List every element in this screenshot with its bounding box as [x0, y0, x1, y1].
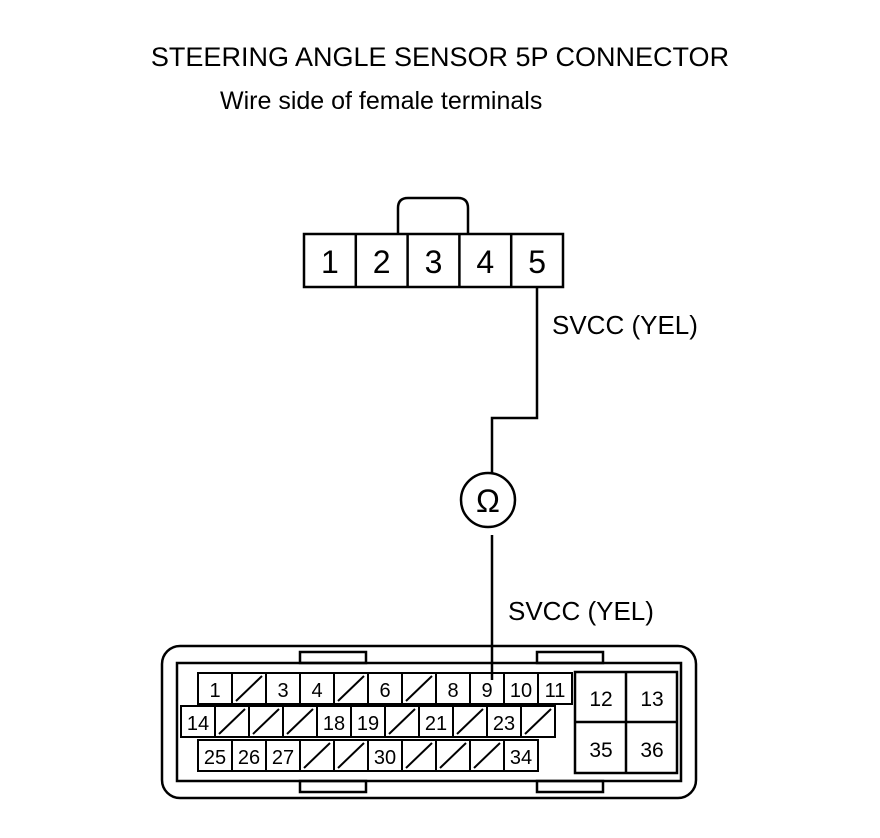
- ecu-connector: [160, 644, 698, 800]
- ohm-icon: Ω: [476, 483, 500, 519]
- sensor-terminal-2: 2: [373, 244, 391, 280]
- ecu-terminal-25: 25: [204, 747, 226, 769]
- empty-cavity: [388, 708, 416, 735]
- empty-cavity: [286, 708, 314, 735]
- empty-cavity: [473, 742, 501, 769]
- ecu-terminal-14: 14: [187, 713, 209, 735]
- empty-cavity: [439, 742, 467, 769]
- ecu-terminal-19: 19: [357, 713, 379, 735]
- ecu-terminal-27: 27: [272, 747, 294, 769]
- empty-cavity: [405, 742, 433, 769]
- ecu-lock-top-right: [535, 650, 605, 665]
- empty-cavity: [235, 675, 263, 702]
- wire-label-bottom: SVCC (YEL): [508, 596, 654, 626]
- sensor-connector-body: [302, 232, 565, 289]
- empty-cavity: [252, 708, 280, 735]
- empty-cavity: [456, 708, 484, 735]
- ecu-terminal-12: 12: [589, 688, 612, 711]
- ecu-terminal-3: 3: [277, 680, 288, 702]
- ecu-terminal-34: 34: [510, 747, 532, 769]
- ecu-terminal-23: 23: [493, 713, 515, 735]
- ecu-terminal-4: 4: [311, 680, 322, 702]
- ecu-terminal-8: 8: [447, 680, 458, 702]
- diagram-subtitle: Wire side of female terminals: [220, 87, 543, 115]
- ecu-terminal-30: 30: [374, 747, 396, 769]
- ecu-terminal-35: 35: [589, 739, 612, 762]
- sensor-terminal-4: 4: [476, 244, 494, 280]
- wire-label-top: SVCC (YEL): [552, 310, 698, 340]
- sensor-terminal-3: 3: [425, 244, 443, 280]
- ecu-terminal-36: 36: [640, 739, 663, 762]
- ecu-terminal-1: 1: [209, 680, 220, 702]
- ecu-lock-top-left: [298, 650, 368, 665]
- sensor-connector: [302, 196, 565, 289]
- empty-cavity: [405, 675, 433, 702]
- ohmmeter-symbol: Ω: [459, 471, 517, 529]
- ecu-connector-shell: [160, 644, 698, 800]
- sensor-terminal-1: 1: [321, 244, 339, 280]
- connector-latch: [396, 196, 470, 234]
- ecu-lock-bottom-left: [298, 779, 368, 794]
- ecu-terminal-6: 6: [379, 680, 390, 702]
- ecu-lock-bottom-right: [535, 779, 605, 794]
- ecu-connector-inner: [175, 661, 683, 783]
- sensor-terminal-5: 5: [528, 244, 546, 280]
- ecu-terminal-21: 21: [425, 713, 447, 735]
- ecu-terminal-26: 26: [238, 747, 260, 769]
- ecu-terminal-18: 18: [323, 713, 345, 735]
- empty-cavity: [337, 675, 365, 702]
- empty-cavity: [303, 742, 331, 769]
- ecu-terminal-10: 10: [510, 680, 532, 702]
- empty-cavity: [218, 708, 246, 735]
- empty-cavity: [524, 708, 552, 735]
- diagram-title: STEERING ANGLE SENSOR 5P CONNECTOR: [150, 42, 730, 72]
- svcc-wire-upper: [490, 287, 539, 479]
- empty-cavity: [337, 742, 365, 769]
- ecu-terminal-11: 11: [545, 680, 566, 702]
- ecu-terminal-9: 9: [481, 680, 492, 702]
- ecu-terminal-13: 13: [640, 688, 663, 711]
